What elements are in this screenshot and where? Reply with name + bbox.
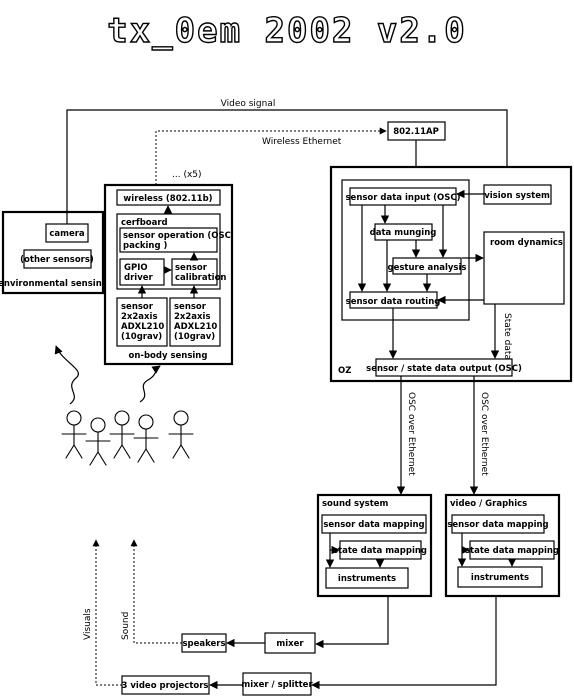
sensor-1-line-1: sensor — [121, 302, 154, 312]
sensor-1-line-4: (10grav) — [121, 332, 162, 342]
state-data-label: State data — [502, 313, 512, 360]
other-sensors-label: (other sensors) — [20, 255, 94, 265]
wireless-ethernet-link — [155, 127, 387, 185]
room-dynamics-label: room dynamics — [490, 238, 563, 248]
stick-figure-2 — [85, 417, 111, 466]
sensor-2-line-1: sensor — [174, 302, 207, 312]
video-graphics-label: video / Graphics — [450, 499, 527, 509]
x5-label: ... (x5) — [172, 170, 202, 180]
stick-figure-3 — [109, 410, 135, 459]
other-sensors-box — [23, 249, 92, 269]
video-to-splitter-arrow — [311, 596, 497, 690]
video-instruments-label: instruments — [471, 573, 529, 583]
video-sensor-mapping-box — [451, 514, 545, 534]
sound-system-label: sound system — [322, 499, 389, 509]
stick-figure-1 — [61, 410, 87, 459]
sensor-state-output-label: sensor / state data output (OSC) — [366, 364, 522, 374]
visuals-label: Visuals — [83, 608, 93, 640]
stick-figure-5 — [168, 410, 194, 459]
osc-ethernet-label-2: OSC over Ethernet — [479, 392, 489, 476]
sensor-1-line-2: 2x2axis — [121, 312, 158, 322]
diagram-title: tx_0em 2002 v2.0 — [107, 11, 467, 51]
speakers-label: speakers — [182, 639, 225, 649]
sensor-state-output-box — [375, 358, 513, 377]
sensor-2-line-2: 2x2axis — [174, 312, 211, 322]
camera-label: camera — [49, 229, 85, 239]
sound-label: Sound — [121, 612, 131, 640]
squiggle-arrow-environmental — [54, 345, 79, 405]
video-instruments-box — [457, 566, 543, 588]
squiggle-arrow-onbody — [139, 365, 161, 403]
sensor-calibration-line-2: calibration — [175, 273, 226, 283]
sensor-calibration-line-1: sensor — [175, 263, 208, 273]
sound-sensor-mapping-label: sensor data mapping — [323, 520, 424, 530]
video-signal-label: Video signal — [221, 99, 276, 109]
gpio-driver-box — [119, 258, 165, 286]
visuals-feedback-line — [92, 539, 122, 686]
sensor-operation-line-1: sensor operation (OSC — [123, 231, 231, 241]
osc-ethernet-label-1: OSC over Ethernet — [406, 392, 416, 476]
sensor-data-input-label: sensor data input (OSC) — [346, 193, 461, 203]
sensor-2-line-4: (10grav) — [174, 332, 215, 342]
video-projectors-label: 3 video projectors — [122, 681, 209, 691]
sound-to-mixer-arrow — [315, 596, 389, 649]
mixer-label: mixer — [276, 639, 304, 649]
sensor-operation-box — [119, 227, 218, 253]
data-munging-label: data munging — [370, 228, 437, 238]
sensor-operation-line-2: packing ) — [123, 241, 168, 251]
sensor-2-line-3: ADXL210 — [174, 322, 217, 332]
sound-feedback-line — [130, 539, 182, 644]
sensor-adxl210-box-2 — [169, 297, 221, 347]
stick-figure-4 — [133, 414, 159, 463]
gesture-analysis-label: gesture analysis — [388, 263, 467, 273]
video-state-mapping-label: state data mapping — [465, 546, 559, 556]
data-munging-box — [374, 223, 433, 241]
access-point-label: 802.11AP — [393, 127, 439, 137]
oz-label: OZ — [338, 366, 351, 376]
environmental-sensing-label: environmental sensing — [0, 279, 108, 289]
wireless-80211b-label: wireless (802.11b) — [123, 194, 212, 204]
video-sensor-mapping-label: sensor data mapping — [447, 520, 548, 530]
video-signal-arrow — [66, 109, 512, 224]
sensor-adxl210-box-1 — [116, 297, 168, 347]
sensor-1-line-3: ADXL210 — [121, 322, 164, 332]
sensor-data-routing-label: sensor data routing — [346, 297, 441, 307]
mixer-splitter-box — [242, 672, 312, 696]
wireless-80211b-box — [116, 189, 221, 206]
gpio-driver-line-1: GPIO — [124, 263, 148, 273]
sound-sensor-mapping-box — [321, 514, 427, 534]
cerfboard-label: cerfboard — [121, 218, 168, 228]
sound-instruments-box — [325, 567, 409, 589]
wireless-ethernet-label: Wireless Ethernet — [262, 137, 342, 147]
sound-instruments-label: instruments — [338, 574, 396, 584]
room-dynamics-box — [483, 231, 565, 305]
gpio-driver-line-2: driver — [124, 273, 153, 283]
vision-system-label: vision system — [484, 191, 550, 201]
sound-state-mapping-label: state data mapping — [333, 546, 427, 556]
mixer-splitter-label: mixer / splitter — [241, 680, 313, 690]
on-body-sensing-label: on-body sensing — [129, 351, 208, 361]
sensor-data-input-box — [349, 187, 457, 206]
